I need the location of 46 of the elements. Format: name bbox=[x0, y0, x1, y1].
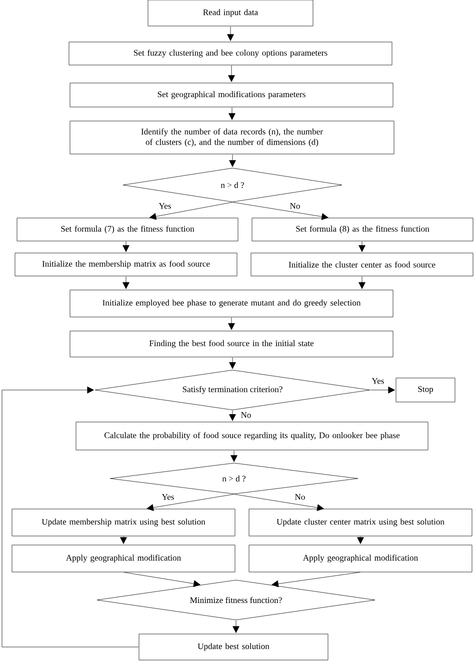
edge-label: No bbox=[294, 493, 306, 501]
process-box: Apply geographical modification bbox=[248, 544, 472, 572]
arrow bbox=[228, 65, 235, 82]
process-box: Initialize employed bee phase to generate mutant and do greedy selection bbox=[70, 290, 394, 318]
arrow bbox=[124, 572, 200, 588]
arrow bbox=[358, 276, 366, 289]
arrow bbox=[229, 357, 236, 369]
edge-label: No bbox=[288, 202, 302, 210]
edge-label: Yes bbox=[158, 202, 172, 210]
process-box: Calculate the probability of food souce regarding its quality, Do onlooker bee phase bbox=[76, 422, 428, 450]
arrow bbox=[357, 536, 364, 544]
arrow bbox=[149, 202, 232, 220]
arrow bbox=[272, 572, 360, 588]
arrow bbox=[358, 241, 366, 252]
arrow bbox=[228, 107, 236, 120]
process-box: Set formula (7) as the fitness function bbox=[16, 218, 238, 242]
arrow bbox=[229, 410, 236, 421]
arrow bbox=[232, 202, 328, 220]
process-box: Update membership matrix using best solution bbox=[12, 508, 236, 536]
arrow bbox=[370, 386, 395, 394]
edge-label: Yes bbox=[370, 377, 386, 385]
process-box: Update cluster center matrix using best solution bbox=[248, 508, 472, 536]
arrow bbox=[227, 26, 234, 41]
arrow bbox=[232, 620, 240, 633]
arrow bbox=[229, 154, 236, 167]
edge-label: Yes bbox=[160, 493, 176, 501]
arrow bbox=[146, 494, 234, 511]
process-box: Set fuzzy clustering and bee colony options parameters bbox=[68, 42, 392, 66]
arrow bbox=[122, 276, 130, 289]
arrow bbox=[2, 386, 139, 648]
process-box: Identify the number of data records (n), the number of clusters (c), and the number of dimensions (d) bbox=[70, 120, 394, 154]
process-box: Finding the best food source in the initial state bbox=[70, 330, 394, 358]
arrow bbox=[230, 450, 238, 462]
process-box: Set formula (8) as the fitness function bbox=[252, 218, 474, 242]
process-box: Apply geographical modification bbox=[12, 544, 236, 572]
process-box: Read input data bbox=[148, 0, 314, 26]
edge-label: No bbox=[240, 411, 252, 419]
process-box: Initialize the membership matrix as food source bbox=[14, 252, 238, 276]
arrow bbox=[234, 494, 324, 511]
process-box: Stop bbox=[396, 378, 456, 402]
arrow bbox=[120, 536, 127, 544]
arrow bbox=[122, 241, 130, 252]
process-box: Initialize the cluster center as food source bbox=[250, 252, 474, 276]
process-box: Set geographical modifications parameters bbox=[70, 82, 394, 108]
process-box: Update best solution bbox=[138, 634, 328, 660]
arrow bbox=[228, 317, 235, 330]
